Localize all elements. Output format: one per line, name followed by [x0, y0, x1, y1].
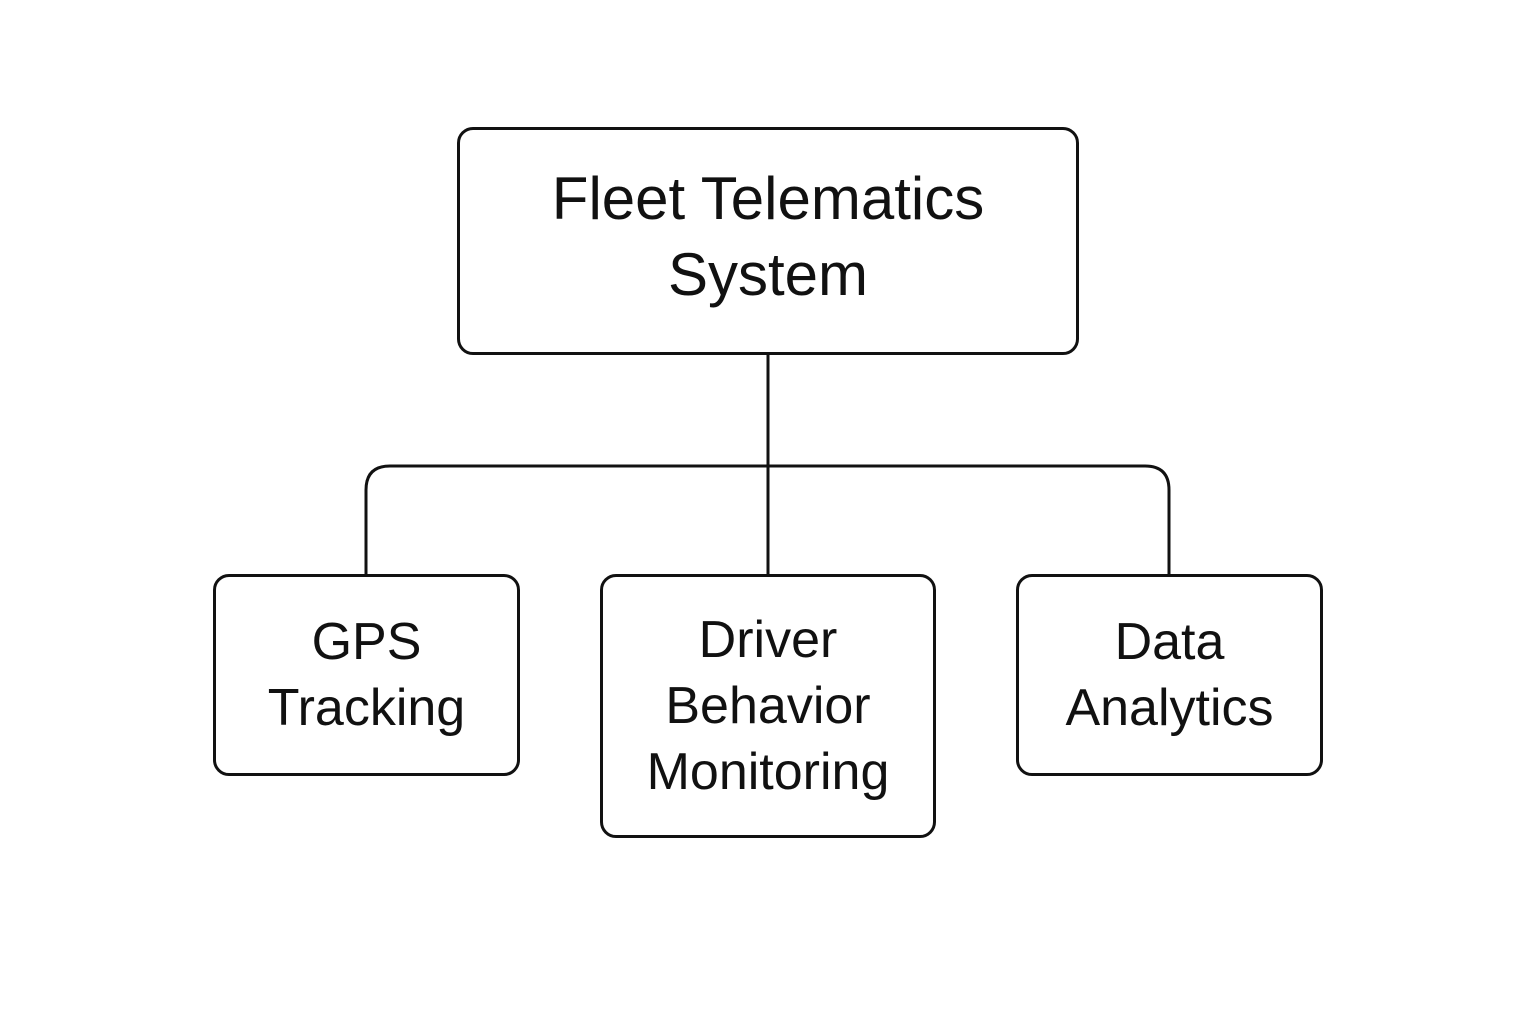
child-node-gps-tracking: GPS Tracking: [213, 574, 520, 776]
child-node-label: Driver Behavior Monitoring: [646, 611, 890, 801]
child-node-label: Data Analytics: [1065, 613, 1274, 737]
child-node-driver-behavior-monitoring: Driver Behavior Monitoring: [600, 574, 936, 838]
child-node-data-analytics: Data Analytics: [1016, 574, 1323, 776]
root-node-box: Fleet Telematics System: [457, 127, 1079, 355]
root-node-label: Fleet Telematics System: [551, 165, 985, 308]
child-node-label: GPS Tracking: [267, 613, 466, 737]
horizontal-branch-line: [364, 464, 1171, 574]
